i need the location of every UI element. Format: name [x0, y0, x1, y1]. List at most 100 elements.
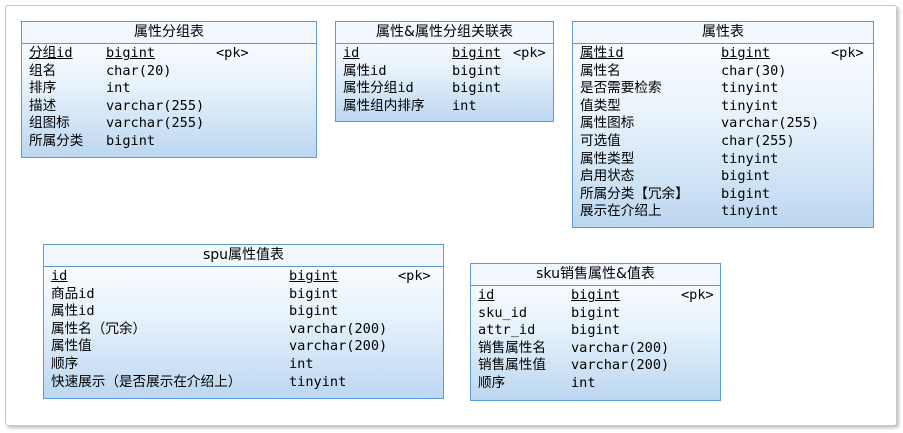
- column-name: 属性组内排序: [343, 97, 425, 114]
- column-type: varchar(200): [289, 320, 388, 337]
- column-type: bigint: [289, 285, 339, 302]
- column-row: sku_id bigint: [471, 305, 720, 323]
- column-row: 描述 varchar(255): [22, 98, 316, 116]
- column-name: 排序: [29, 80, 57, 97]
- column-name: id: [478, 287, 495, 303]
- column-name: 所属分类【冗余】: [580, 185, 689, 202]
- column-name: 属性值: [51, 338, 92, 355]
- column-type: char(255): [721, 132, 795, 149]
- column-type: bigint: [452, 80, 502, 97]
- column-type: bigint: [571, 304, 621, 321]
- column-name: 快速展示（是否展示在介绍上）: [51, 373, 242, 390]
- column-name: 属性类型: [580, 150, 635, 167]
- column-row: id bigint <pk>: [471, 287, 720, 305]
- column-row: 属性名（冗余） varchar(200): [44, 321, 443, 339]
- column-name: sku_id: [478, 304, 528, 321]
- column-type: bigint: [452, 45, 502, 61]
- column-type: bigint: [289, 303, 339, 320]
- column-row: 属性分组id bigint: [336, 80, 553, 98]
- column-name: 组图标: [29, 115, 70, 132]
- column-type: varchar(255): [106, 97, 205, 114]
- column-name: 分组id: [29, 45, 73, 61]
- entity-title: 属性分组表: [22, 22, 316, 44]
- column-row: 组图标 varchar(255): [22, 115, 316, 133]
- column-row: 快速展示（是否展示在介绍上） tinyint: [44, 374, 443, 392]
- column-name: 描述: [29, 97, 57, 114]
- column-row: 展示在介绍上 tinyint: [573, 203, 873, 221]
- column-type: varchar(200): [571, 339, 670, 356]
- column-key: <pk>: [216, 45, 249, 61]
- column-type: tinyint: [289, 373, 347, 390]
- entity-product-attr-value[interactable]: spu属性值表 id bigint <pk> 商品id bigint 属性id bigint…: [43, 244, 444, 399]
- column-key: <pk>: [681, 287, 714, 303]
- column-key: <pk>: [398, 268, 431, 284]
- column-name: 所属分类: [29, 132, 84, 149]
- column-row: id bigint <pk>: [44, 268, 443, 286]
- column-name: 属性名（冗余）: [51, 320, 147, 337]
- column-name: 属性名: [580, 62, 621, 79]
- column-name: 属性id: [51, 303, 95, 320]
- column-type: varchar(200): [289, 338, 388, 355]
- column-type: bigint: [289, 268, 339, 284]
- column-type: varchar(255): [106, 115, 205, 132]
- column-type: varchar(200): [571, 357, 670, 374]
- column-name: 属性id: [580, 45, 624, 61]
- column-type: varchar(255): [721, 115, 820, 132]
- column-type: bigint: [571, 322, 621, 339]
- column-name: 顺序: [51, 355, 79, 372]
- column-key: <pk>: [513, 45, 546, 61]
- column-name: 可选值: [580, 132, 621, 149]
- entity-title: spu属性值表: [44, 245, 443, 267]
- column-name: 属性分组id: [343, 80, 414, 97]
- column-name: 展示在介绍上: [580, 203, 662, 220]
- column-row: id bigint <pk>: [336, 45, 553, 63]
- column-type: char(30): [721, 62, 787, 79]
- column-name: 属性id: [343, 62, 387, 79]
- column-name: 商品id: [51, 285, 95, 302]
- column-name: 销售属性值: [478, 357, 546, 374]
- column-row: 商品id bigint: [44, 286, 443, 304]
- column-name: id: [51, 268, 68, 284]
- column-type: bigint: [452, 62, 502, 79]
- column-name: 值类型: [580, 97, 621, 114]
- column-type: bigint: [721, 185, 771, 202]
- entity-title: 属性表: [573, 22, 873, 44]
- column-type: bigint: [571, 287, 621, 303]
- column-name: 是否需要检索: [580, 80, 662, 97]
- column-row: 属性id bigint: [44, 303, 443, 321]
- column-row: 销售属性值 varchar(200): [471, 357, 720, 375]
- column-type: int: [571, 374, 596, 391]
- column-name: 销售属性名: [478, 339, 546, 356]
- column-row: 属性值 varchar(200): [44, 338, 443, 356]
- column-name: id: [343, 45, 360, 61]
- column-type: tinyint: [721, 97, 779, 114]
- column-name: 属性图标: [580, 115, 635, 132]
- column-type: bigint: [721, 168, 771, 185]
- column-row: 销售属性名 varchar(200): [471, 340, 720, 358]
- entity-rows: id bigint <pk> 商品id bigint 属性id bigint 属性名（冗余） v…: [44, 267, 443, 391]
- column-name: 组名: [29, 62, 57, 79]
- column-type: bigint: [106, 132, 156, 149]
- column-row: 可选值 char(255): [573, 133, 873, 151]
- column-row: 所属分类 bigint: [22, 133, 316, 151]
- entity-title: sku销售属性&值表: [471, 264, 720, 286]
- column-type: tinyint: [721, 203, 779, 220]
